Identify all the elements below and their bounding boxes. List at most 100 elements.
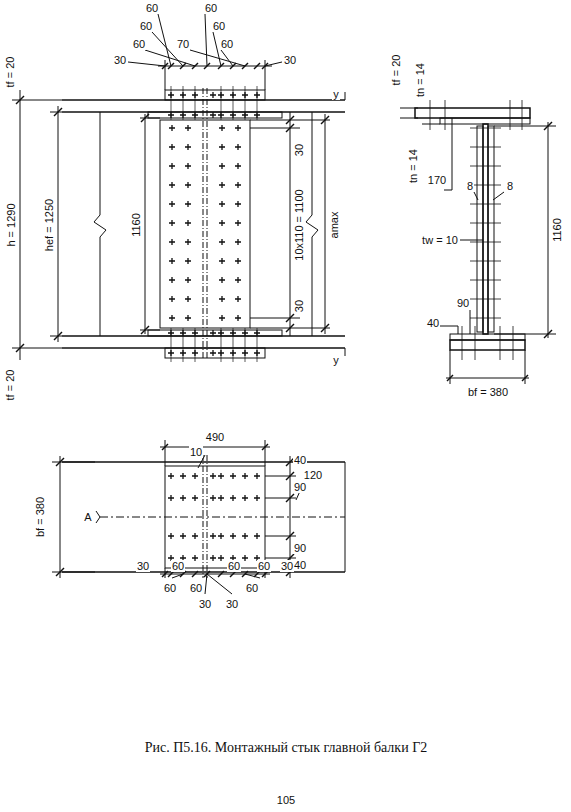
drawing-line (169, 125, 175, 131)
drawing-line (180, 112, 186, 118)
drawing-line (254, 112, 260, 118)
drawing-line (483, 124, 488, 334)
dimension-label: 120 (303, 469, 323, 481)
drawing-line (180, 495, 186, 501)
drawing-line (242, 92, 248, 98)
dimension-label: 60 (189, 582, 203, 594)
drawing-line (513, 326, 514, 360)
drawing-line (218, 63, 224, 69)
drawing-line (218, 495, 224, 501)
drawing-line (219, 315, 225, 321)
drawing-line (218, 555, 224, 561)
drawing-line (56, 458, 64, 466)
drawing-line (210, 473, 216, 479)
drawing-line (168, 350, 174, 356)
drawing-line (145, 114, 146, 334)
drawing-line (235, 239, 241, 245)
drawing-line (254, 533, 260, 539)
drawing-line (162, 63, 168, 69)
drawing-line (544, 330, 552, 338)
drawing-line (180, 92, 186, 98)
drawing-line (172, 574, 260, 594)
drawing-line (162, 444, 168, 450)
drawing-line (192, 63, 198, 69)
drawing-line (192, 555, 198, 561)
dimension-label: 60 (132, 38, 146, 50)
drawing-line (475, 326, 476, 360)
drawing-line (52, 462, 95, 463)
dimension-label: 70 (176, 38, 190, 50)
dimension-label: 30 (280, 560, 294, 572)
drawing-line (62, 571, 345, 573)
figure-caption: Рис. П5.16. Монтажный стык главной балки… (145, 740, 427, 756)
drawing-line (210, 555, 216, 561)
drawing-line (230, 533, 236, 539)
drawing-line (169, 296, 175, 302)
drawing-line (207, 88, 208, 360)
drawing-line (345, 348, 346, 356)
drawing-line (180, 473, 186, 479)
drawing-line (470, 147, 501, 148)
drawing-line (254, 92, 260, 98)
drawing-line (265, 558, 296, 559)
drawing-line (254, 350, 260, 356)
drawing-line (430, 100, 431, 130)
dimension-label: 40 (293, 454, 307, 466)
dimension-label: 30 (225, 598, 239, 610)
drawing-line (210, 533, 216, 539)
drawing-line (265, 476, 296, 477)
drawing-line (470, 166, 501, 167)
drawing-line (265, 60, 266, 90)
drawing-line (230, 330, 236, 336)
drawing-line (235, 144, 241, 150)
drawing-line (440, 118, 530, 124)
drawing-line (235, 277, 241, 283)
drawing-line (254, 63, 260, 69)
drawing-line (180, 330, 186, 336)
drawing-line (141, 326, 149, 334)
drawing-line (345, 92, 346, 100)
drawing-line (219, 163, 225, 169)
dimension-label: 490 (205, 431, 225, 443)
drawing-line (235, 315, 241, 321)
drawing-line (169, 182, 175, 188)
drawing-line (325, 114, 326, 334)
dimension-label: y (332, 354, 340, 366)
dimension-label: 30 (113, 54, 127, 66)
drawing-line (168, 473, 174, 479)
drawing-line (235, 258, 241, 264)
drawing-line (265, 498, 296, 499)
drawing-line (470, 261, 501, 262)
drawing-line (235, 163, 241, 169)
drawing-line (242, 495, 248, 501)
drawing-line (286, 324, 294, 332)
drawing-line (415, 108, 530, 118)
drawing-line (470, 204, 501, 205)
drawing-line (192, 495, 198, 501)
drawing-line (169, 239, 175, 245)
drawing-line (185, 125, 191, 131)
drawing-line (286, 494, 294, 502)
drawing-line (446, 378, 529, 379)
dimension-label: tf = 20 (4, 56, 16, 89)
drawing-line (219, 220, 225, 226)
drawing-line (96, 511, 100, 523)
drawing-line (140, 330, 160, 331)
drawing-line (58, 106, 59, 342)
drawing-line (50, 112, 62, 113)
drawing-line (321, 116, 329, 124)
drawing-line (185, 182, 191, 188)
dimension-label: 60 (212, 20, 226, 32)
drawing-line (165, 348, 265, 358)
plan-view (52, 440, 345, 594)
drawing-line (140, 118, 160, 119)
drawing-line (242, 112, 248, 118)
dimension-label: 60 (145, 2, 159, 14)
drawing-line (510, 100, 511, 130)
dimension-label: 60 (227, 560, 241, 572)
drawing-line (218, 330, 224, 336)
drawing-line (185, 258, 191, 264)
drawing-line (185, 220, 191, 226)
front-view (12, 14, 345, 360)
